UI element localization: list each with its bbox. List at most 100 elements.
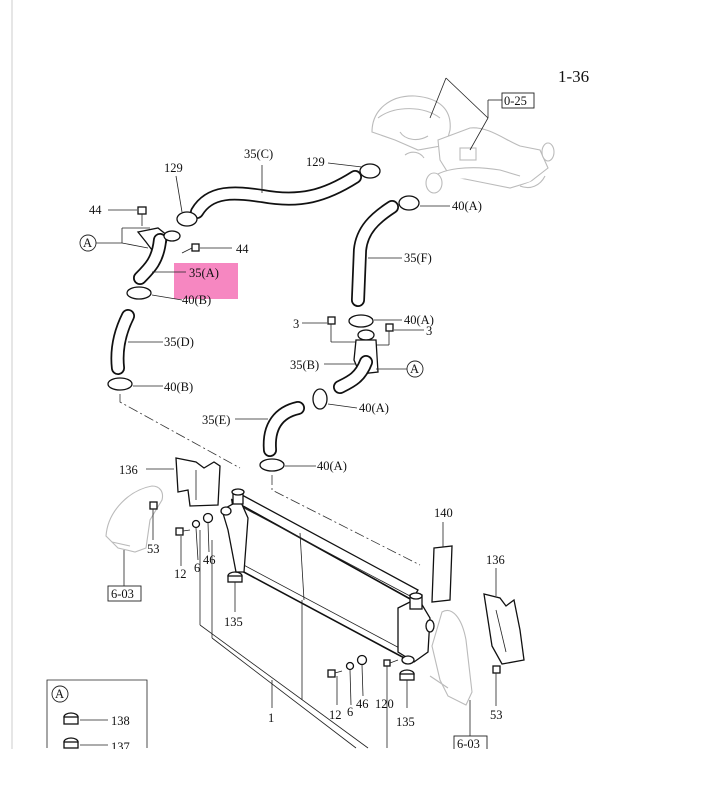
leader-6-b xyxy=(349,669,352,706)
duct-ghost-left xyxy=(105,485,164,553)
label-35f: 35(F) xyxy=(404,251,432,265)
washer-6-right[interactable] xyxy=(345,661,355,671)
grommet-46-right[interactable] xyxy=(356,654,368,666)
label-44-a: 44 xyxy=(89,203,102,217)
label-53-a: 53 xyxy=(147,542,160,556)
label-12-b: 12 xyxy=(329,708,342,722)
ref-circle-a-middle-text: A xyxy=(410,362,419,376)
legend-circle-a xyxy=(51,685,69,703)
label-40b-2: 40(B) xyxy=(164,380,193,394)
label-12-a: 12 xyxy=(174,567,187,581)
leader-0-25-e xyxy=(469,117,489,151)
legend-138: 138 xyxy=(111,714,130,728)
label-40b-1: 40(B) xyxy=(182,293,211,307)
ref-0-25-label: 0-25 xyxy=(504,94,527,108)
flow-dash-left xyxy=(119,394,241,469)
label-40a-2: 40(A) xyxy=(404,313,434,327)
washer-6-left[interactable] xyxy=(191,519,201,529)
hose-35d[interactable] xyxy=(110,309,135,375)
clamp-129-left[interactable] xyxy=(176,211,198,227)
bolt-3-left[interactable] xyxy=(327,316,336,336)
flow-dash-right xyxy=(271,475,421,566)
label-129-top: 129 xyxy=(306,155,325,169)
label-136-b: 136 xyxy=(486,553,505,567)
bolt-53-right[interactable] xyxy=(492,665,501,682)
label-135-b: 135 xyxy=(396,715,415,729)
clamp-40a-bottom[interactable] xyxy=(259,458,285,472)
clamp-40b-lower[interactable] xyxy=(107,377,133,391)
label-35b: 35(B) xyxy=(290,358,319,372)
leader-129-top xyxy=(327,162,363,168)
label-3-a: 3 xyxy=(293,317,299,331)
mount-135-left[interactable] xyxy=(227,571,243,583)
leader-0-25-b xyxy=(429,77,447,119)
clamp-40a-top[interactable] xyxy=(398,195,420,211)
intercooler-1[interactable] xyxy=(220,488,435,665)
leader-46-a xyxy=(207,522,210,553)
hose-35c[interactable] xyxy=(190,170,362,219)
legend-circle-a-text: A xyxy=(55,687,64,701)
ref-circle-a-left-text: A xyxy=(83,236,92,250)
bolt-3-right[interactable] xyxy=(385,323,394,345)
leader-46-b xyxy=(361,664,364,697)
clamp-40b-upper[interactable] xyxy=(126,286,152,300)
bolt-120[interactable] xyxy=(383,659,399,667)
clamp-129-top[interactable] xyxy=(359,163,381,179)
label-1: 1 xyxy=(268,711,274,725)
label-140: 140 xyxy=(434,506,453,520)
part-138[interactable] xyxy=(63,712,79,725)
ref-box-0-25[interactable] xyxy=(501,92,535,109)
highlight-35a[interactable] xyxy=(174,263,238,299)
hose-35f[interactable] xyxy=(351,200,399,307)
bolt-12-right[interactable] xyxy=(327,669,343,678)
legend-box xyxy=(46,679,148,748)
label-6-b: 6 xyxy=(347,705,353,719)
label-53-b: 53 xyxy=(490,708,503,722)
bracket-136-right[interactable] xyxy=(483,593,525,665)
label-35c: 35(C) xyxy=(244,147,273,161)
label-135-a: 135 xyxy=(224,615,243,629)
duct-ghost-right xyxy=(429,610,473,706)
label-35a: 35(A) xyxy=(189,266,219,280)
ref-box-6-03-left[interactable] xyxy=(107,585,142,602)
label-136-a: 136 xyxy=(119,463,138,477)
leader-129-left xyxy=(175,175,183,213)
label-35e: 35(E) xyxy=(202,413,230,427)
leader-a-left-d xyxy=(121,242,149,249)
label-35d: 35(D) xyxy=(164,335,194,349)
ref-6-03-right-label: 6-03 xyxy=(457,737,480,751)
label-46-a: 46 xyxy=(203,553,216,567)
leader-6-a xyxy=(195,527,199,561)
pipe-35a[interactable] xyxy=(133,227,181,285)
turbo-assembly-ghost xyxy=(371,95,555,194)
bolt-53-left[interactable] xyxy=(149,501,158,522)
label-120: 120 xyxy=(375,697,394,711)
bolt-44-top[interactable] xyxy=(137,206,147,226)
leader-40b-1 xyxy=(151,294,183,301)
bracket-136-left[interactable] xyxy=(175,457,221,507)
hose-35e[interactable] xyxy=(262,401,305,457)
label-46-b: 46 xyxy=(356,697,369,711)
page-cutoff xyxy=(0,749,724,796)
leader-0-25-a xyxy=(445,77,489,119)
label-40a-3: 40(A) xyxy=(359,401,389,415)
label-sticker-140[interactable] xyxy=(431,545,453,603)
clamp-40a-mid[interactable] xyxy=(348,314,374,328)
pipe-35b[interactable] xyxy=(333,329,379,394)
page-number: 1-36 xyxy=(558,67,589,86)
label-6-a: 6 xyxy=(194,561,200,575)
label-129-left: 129 xyxy=(164,161,183,175)
mount-135-right[interactable] xyxy=(399,669,415,681)
clamp-40a-lower[interactable] xyxy=(312,388,328,410)
label-3-b: 3 xyxy=(426,324,432,338)
grommet-46-left[interactable] xyxy=(202,512,214,524)
ref-6-03-left-label: 6-03 xyxy=(111,587,134,601)
bolt-44-side[interactable] xyxy=(181,243,200,254)
label-40a-4: 40(A) xyxy=(317,459,347,473)
label-40a-1: 40(A) xyxy=(452,199,482,213)
label-44-b: 44 xyxy=(236,242,249,256)
part-137[interactable] xyxy=(63,737,79,749)
frame-line-diagonal-2 xyxy=(211,637,357,749)
bolt-12-left[interactable] xyxy=(175,527,191,536)
